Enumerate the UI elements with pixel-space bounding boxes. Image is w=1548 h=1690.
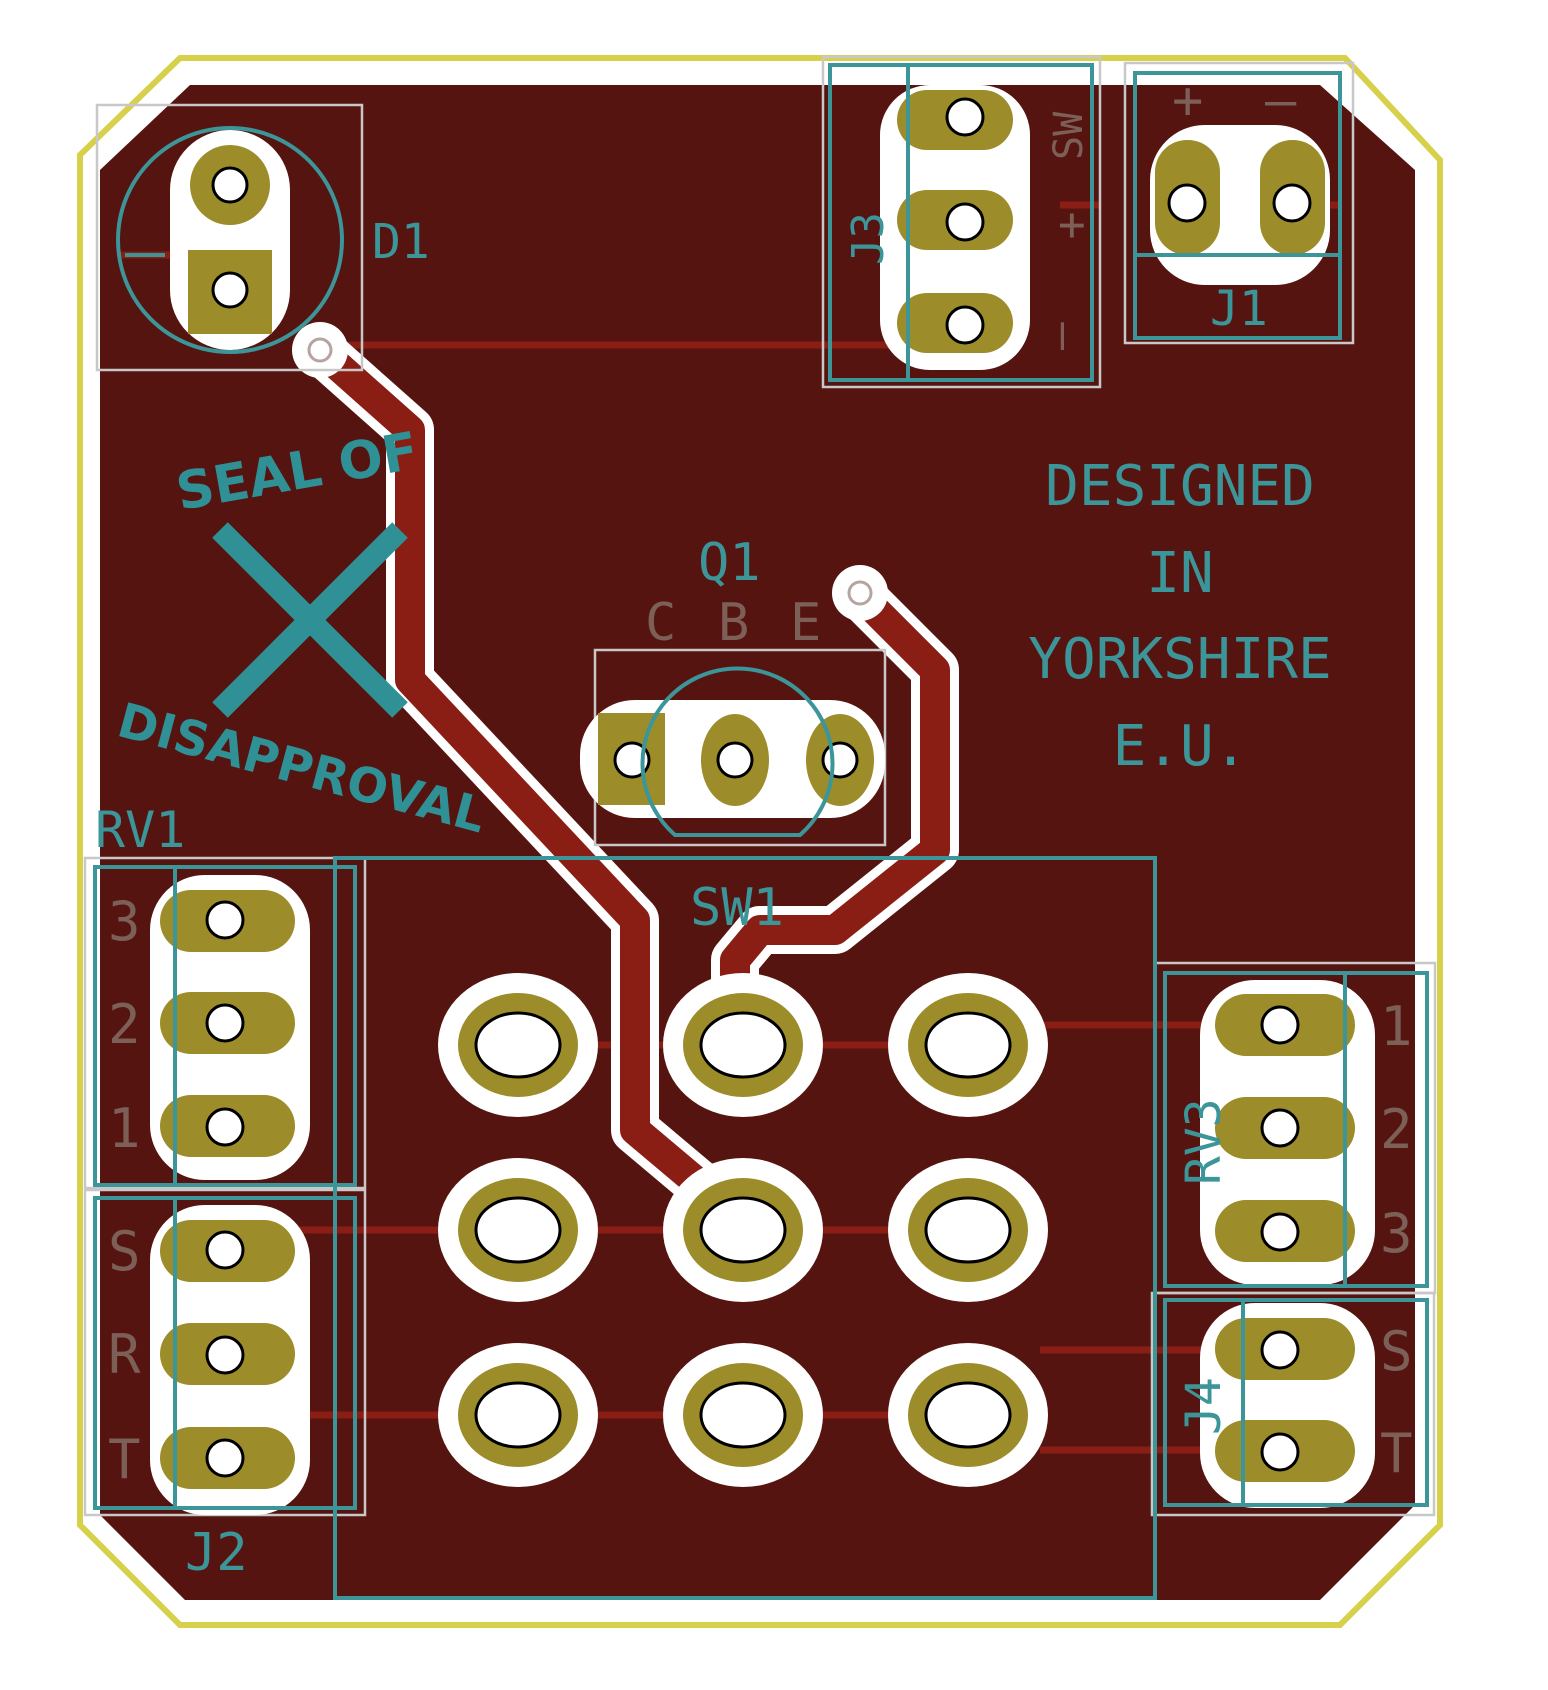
designed-in-block: DESIGNED IN YORKSHIRE E.U. — [1028, 454, 1331, 779]
rv3-pin-3: 3 — [1380, 1202, 1413, 1265]
q1-pin-e: E — [790, 593, 821, 653]
designed-line-3: YORKSHIRE — [1028, 627, 1331, 692]
j2-pin-t: T — [108, 1428, 141, 1491]
label-d1: D1 — [372, 214, 430, 270]
sw1-pads — [438, 973, 1048, 1487]
rv3-pin-2: 2 — [1380, 1098, 1413, 1161]
label-j3: J3 — [843, 212, 894, 265]
connector-j3 — [828, 63, 1094, 382]
x-mark-icon — [212, 522, 408, 718]
label-rv3: RV3 — [1176, 1098, 1232, 1185]
board-edge-outline — [77, 55, 1443, 1628]
label-rv1: RV1 — [95, 801, 185, 859]
led-d1 — [116, 126, 344, 354]
j3-pin-sw: SW — [1046, 111, 1092, 160]
label-sw1: SW1 — [690, 878, 784, 938]
led-icon — [116, 126, 344, 354]
q1-pin-b: B — [718, 593, 749, 653]
designed-line-1: DESIGNED — [1045, 454, 1315, 519]
label-j1: J1 — [1210, 281, 1268, 337]
designed-line-4: E.U. — [1113, 714, 1248, 779]
j4-pin-t: T — [1380, 1422, 1413, 1485]
j1-pin-plus: + — [1172, 71, 1203, 131]
vias — [292, 322, 888, 621]
transistor-icon — [640, 666, 835, 837]
j3-pin-plus: + — [1058, 197, 1086, 251]
transistor-q1 — [580, 666, 885, 837]
routed-traces — [296, 326, 959, 1234]
j3-pin-minus: – — [1032, 322, 1086, 350]
label-j4: J4 — [1176, 1377, 1232, 1435]
connector-j2 — [93, 1196, 357, 1515]
label-q1: Q1 — [698, 533, 761, 593]
pot-rv1 — [93, 865, 357, 1187]
rv1-pin-3: 3 — [108, 890, 141, 953]
rv1-pin-2: 2 — [108, 993, 141, 1056]
j2-pin-s: S — [108, 1220, 141, 1283]
connector-j1 — [1133, 71, 1342, 340]
j2-pin-r: R — [108, 1323, 141, 1386]
designed-line-2: IN — [1146, 541, 1213, 606]
pot-rv3 — [1163, 971, 1429, 1288]
rv3-pin-1: 1 — [1380, 995, 1413, 1058]
j1-pin-minus: – — [1265, 71, 1297, 131]
j4-pin-s: S — [1380, 1320, 1413, 1383]
q1-pin-c: C — [645, 593, 676, 653]
connector-j4 — [1163, 1298, 1429, 1508]
switch-sw1 — [333, 856, 1157, 1600]
rv1-pin-1: 1 — [108, 1097, 141, 1160]
label-j2: J2 — [185, 1523, 248, 1583]
